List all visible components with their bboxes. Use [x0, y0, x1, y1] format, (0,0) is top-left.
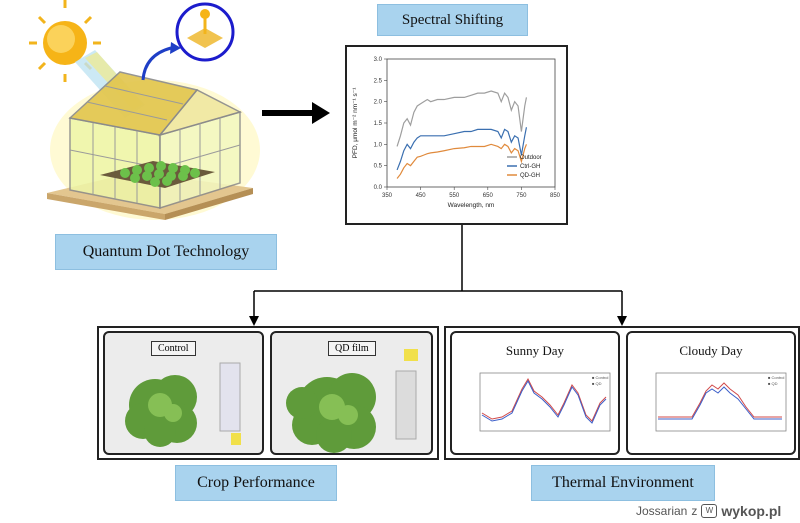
x-axis-label: Wavelength, nm — [448, 202, 495, 209]
series-line-outdoor — [396, 90, 528, 147]
crop-performance-panel: Control QD film — [97, 326, 439, 460]
lettuce-qd-image — [286, 349, 418, 453]
y-tick-label: 1.0 — [374, 142, 383, 148]
y-tick-label: 2.5 — [374, 78, 383, 84]
series-line-ctrl-gh — [396, 127, 528, 171]
wykop-logo-icon: W — [701, 504, 718, 518]
quantum-dot-text: Quantum Dot Technology — [82, 243, 250, 260]
svg-text:■ QD: ■ QD — [592, 381, 602, 386]
svg-text:■ Control: ■ Control — [768, 375, 785, 380]
x-tick-label: 350 — [382, 193, 393, 199]
lettuce-control-image — [125, 362, 241, 447]
qd-film-photo: QD film — [270, 331, 433, 455]
x-tick-label: 550 — [449, 193, 460, 199]
sunny-day-plot: ■ Control■ QD — [479, 372, 611, 432]
cloudy-day-plot: ■ Control■ QD — [655, 372, 787, 432]
y-tick-label: 2.0 — [374, 100, 383, 106]
watermark-user: Jossarian — [636, 504, 688, 518]
cloudy-day-chart: Cloudy Day ■ Control■ QD — [626, 331, 796, 455]
x-tick-label: 450 — [416, 193, 427, 199]
thermal-environment-text: Thermal Environment — [552, 474, 694, 491]
x-tick-label: 650 — [483, 193, 494, 199]
legend-label: Outdoor — [520, 155, 542, 161]
greenhouse-illustration — [29, 0, 260, 220]
y-tick-label: 0.5 — [374, 164, 383, 170]
arrow-down-icon — [249, 316, 259, 326]
control-photo: Control — [103, 331, 264, 455]
quantum-dot-label: Quantum Dot Technology — [55, 234, 277, 270]
watermark-separator: z — [691, 504, 698, 518]
spectral-shifting-label: Spectral Shifting — [377, 4, 528, 36]
watermark-site: wykop.pl — [721, 503, 782, 519]
cloudy-day-title: Cloudy Day — [679, 343, 743, 358]
x-tick-label: 750 — [516, 193, 527, 199]
spectrum-chart: 350 450 550 650 750 850 0.0 0.5 1.0 1.5 2.0 2.5 3.0W… — [352, 57, 561, 209]
crop-performance-text: Crop Performance — [197, 474, 315, 491]
thermal-environment-label: Thermal Environment — [531, 465, 715, 501]
svg-text:■ Control: ■ Control — [592, 375, 609, 380]
sunny-day-title: Sunny Day — [505, 343, 565, 358]
arrow-down-icon — [617, 316, 627, 326]
y-axis-label: PFD, μmol m⁻² nm⁻¹ s⁻¹ — [352, 87, 359, 159]
y-tick-label: 1.5 — [374, 121, 383, 127]
legend-label: QD-GH — [520, 173, 540, 179]
control-tag: Control — [151, 341, 196, 356]
sunny-day-chart: Sunny Day ■ Control■ QD — [450, 331, 620, 455]
spectral-shifting-text: Spectral Shifting — [401, 11, 504, 28]
qd-film-tag: QD film — [328, 341, 376, 356]
y-tick-label: 3.0 — [374, 57, 383, 63]
svg-text:■ QD: ■ QD — [768, 381, 778, 386]
legend-label: Ctrl-GH — [520, 164, 540, 170]
watermark: Jossarian z W wykop.pl — [636, 503, 781, 519]
arrow-right-icon — [262, 102, 330, 124]
thermal-environment-panel: Sunny Day ■ Control■ QD Cloudy Day ■ Con… — [444, 326, 800, 460]
x-tick-label: 850 — [550, 193, 561, 199]
y-tick-label: 0.0 — [374, 185, 383, 191]
crop-performance-label: Crop Performance — [175, 465, 337, 501]
series-line-qd-gh — [396, 143, 527, 179]
